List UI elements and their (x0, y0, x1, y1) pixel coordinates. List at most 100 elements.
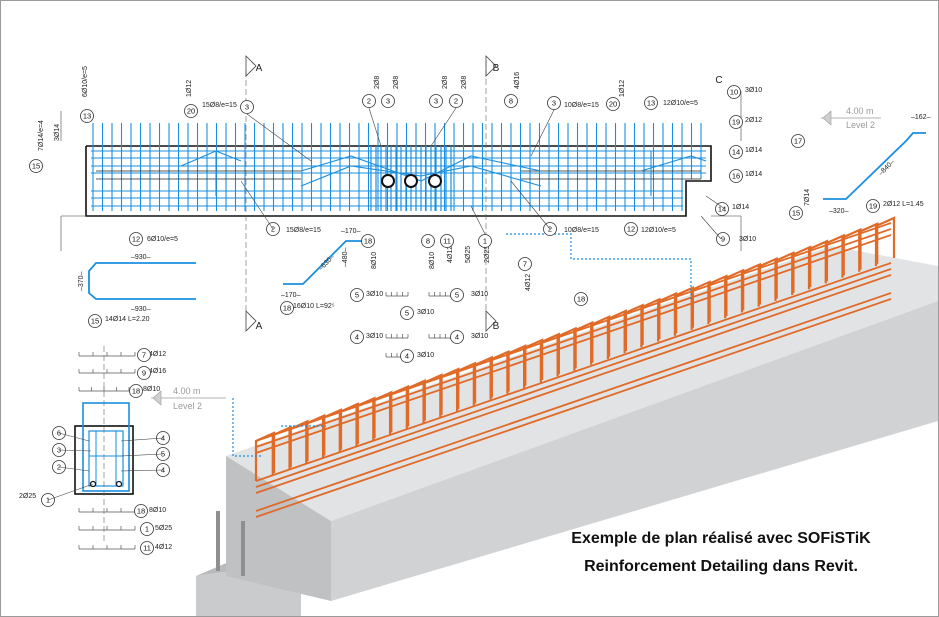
leader-line (368, 107, 382, 147)
bar-mark-number: 20 (187, 107, 195, 116)
level-elevation: 4.00 m (173, 386, 201, 396)
section-a-bottom: A (256, 321, 263, 332)
stirrup (841, 227, 862, 278)
beam-end-face (226, 456, 331, 601)
label-d-162: –162– (911, 114, 931, 121)
label-d-320: –320– (829, 208, 849, 215)
label-l-4012-list: 4Ø12 (149, 351, 166, 358)
beam-elevation (60, 91, 742, 251)
bar-mark-12: 12 (129, 232, 143, 246)
bar-mark-number: 18 (577, 295, 585, 304)
bar-mark-number: 14 (732, 148, 740, 157)
bar-mark-number: 8 (426, 237, 430, 246)
bar-mark-7: 7 (137, 348, 151, 362)
bar-mark-number: 18 (283, 304, 291, 313)
bar-mark-number: 11 (143, 544, 151, 553)
leader-line (58, 449, 92, 452)
main-bar-section (428, 174, 442, 188)
label-d-170b: –170– (281, 292, 301, 299)
stirrup (640, 297, 661, 348)
label-l-7014e4-v: 7Ø14/e=4 (38, 120, 45, 151)
stirrup (271, 425, 292, 476)
bar-mark-number: 7 (523, 260, 527, 269)
label-l-8010b: 8Ø10 (429, 252, 436, 269)
stirrup (707, 274, 728, 325)
stirrup (757, 256, 778, 307)
label-l-3010-s3: 3Ø10 (417, 309, 434, 316)
bar-mark-number: 1 (145, 525, 149, 534)
label-l-8010-list: 8Ø10 (143, 386, 160, 393)
label-l-12010e5: 12Ø10/e=5 (663, 100, 698, 107)
bar-shapes (88, 132, 926, 300)
label-l-5025-list: 5Ø25 (155, 525, 172, 532)
label-l-1508e15: 15Ø8/e=15 (286, 227, 321, 234)
label-l-4012-v: 4Ø12 (525, 274, 532, 291)
long-bar (255, 268, 892, 488)
bar-mark-number: 17 (794, 137, 802, 146)
elevation-long-bars (91, 150, 706, 207)
bar-mark-18: 18 (129, 384, 143, 398)
leader-line (246, 113, 312, 162)
label-l-3010-c2: 3Ø10 (739, 236, 756, 243)
bar-mark-11: 11 (140, 541, 154, 555)
stirrup (523, 338, 544, 389)
bar-mark-number: 3 (245, 103, 249, 112)
stirrup (740, 262, 762, 313)
bar-mark-number: 15 (792, 209, 800, 218)
bar-mark-13: 13 (644, 96, 658, 110)
section-b-top: B (493, 63, 500, 74)
bar-mark-number: 19 (869, 202, 877, 211)
bar-mark-number: 5 (405, 309, 409, 318)
bar-mark-number: 3 (552, 99, 556, 108)
leader-line (700, 215, 722, 240)
stirrup (673, 286, 695, 336)
bar-mark-7: 7 (518, 257, 532, 271)
leader-line (530, 109, 555, 157)
bar-mark-number: 14 (718, 205, 726, 214)
label-l-208-c: 2Ø8 (442, 76, 449, 89)
bar-mark-number: 11 (443, 237, 451, 246)
bar-mark-number: 13 (83, 112, 91, 121)
bar-mark-4: 4 (400, 349, 414, 363)
bar-mark-number: 9 (721, 235, 725, 244)
label-l-7014: 7Ø14 (804, 189, 811, 206)
bar-mark-16: 16 (729, 169, 743, 183)
label-l-208-b: 2Ø8 (393, 76, 400, 89)
label-l-8010-list2: 8Ø10 (149, 507, 166, 514)
bar-mark-8: 8 (421, 234, 435, 248)
bar-mark-15: 15 (29, 159, 43, 173)
stirrup (606, 309, 627, 359)
bar-mark-number: 10 (730, 88, 738, 97)
bar-mark-19: 19 (729, 115, 743, 129)
bar-mark-9: 9 (716, 232, 730, 246)
level-mark-left: 4.00 m Level 2 (151, 386, 226, 411)
stirrup (305, 413, 326, 464)
stirrup (657, 291, 678, 342)
label-l-3010-s5: 3Ø10 (471, 333, 488, 340)
label-l-1014-c: 1Ø14 (732, 204, 749, 211)
bar-mark-number: 5 (455, 291, 459, 300)
long-bar (255, 222, 892, 442)
label-l-4012-list2: 4Ø12 (155, 544, 172, 551)
bar-mark-3: 3 (240, 100, 254, 114)
label-d-840: –840– (877, 159, 896, 178)
leader-line (58, 466, 90, 472)
bar-mark-18: 18 (134, 504, 148, 518)
leader-line (120, 437, 164, 442)
bar-mark-19: 19 (866, 199, 880, 213)
bar-mark-18: 18 (280, 301, 294, 315)
stirrup (807, 239, 829, 290)
label-l-5025: 5Ø25 (465, 246, 472, 263)
bar-mark-number: 4 (355, 333, 359, 342)
bar-mark-2: 2 (449, 94, 463, 108)
bar-mark-number: 2 (454, 97, 458, 106)
level-name: Level 2 (173, 401, 202, 411)
isometric-beam-3d (196, 216, 938, 616)
longitudinal-bars (255, 222, 892, 518)
long-bar (255, 234, 892, 454)
stirrup (388, 384, 410, 435)
stirrup (874, 216, 896, 266)
stirrup (556, 326, 577, 377)
